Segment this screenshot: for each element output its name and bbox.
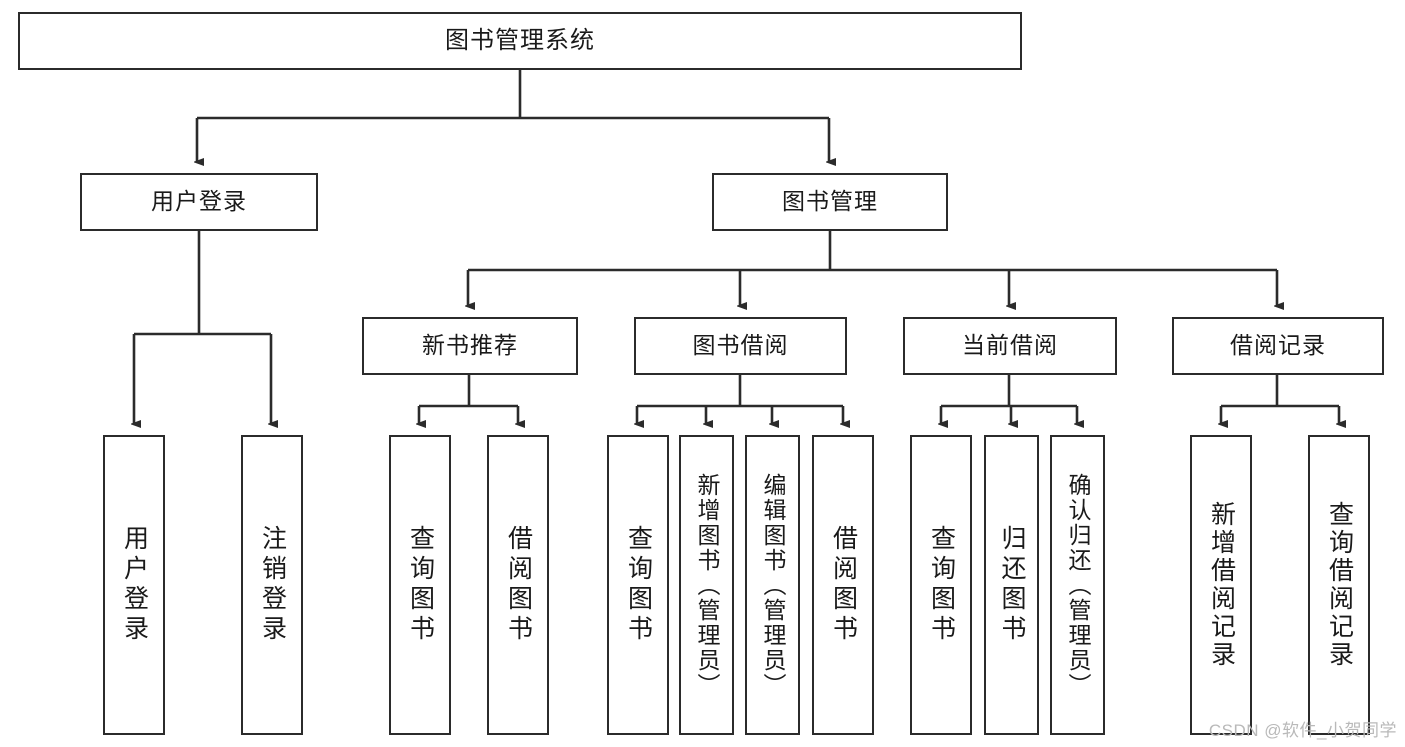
csdn-watermark: CSDN @软件_小贺同学 — [1208, 721, 1397, 740]
leaf-user-login[interactable]: 用户登录 — [103, 435, 165, 735]
node-label: 用户登录 — [151, 188, 247, 215]
node-label: 查询借阅记录 — [1325, 501, 1354, 669]
leaf-logout[interactable]: 注销登录 — [241, 435, 303, 735]
leaf-return-book[interactable]: 归还图书 — [984, 435, 1039, 735]
leaf-confirm-return-admin[interactable]: 确认归还（管理员） — [1050, 435, 1105, 735]
node-label: 查询图书 — [406, 525, 435, 645]
node-label: 新增图书（管理员） — [694, 472, 720, 698]
node-label: 新书推荐 — [422, 332, 518, 359]
node-label: 查询图书 — [927, 525, 956, 645]
node-root-system[interactable]: 图书管理系统 — [18, 12, 1022, 70]
node-label: 查询图书 — [624, 525, 653, 645]
leaf-query-book-current[interactable]: 查询图书 — [910, 435, 972, 735]
node-label: 确认归还（管理员） — [1065, 472, 1091, 698]
node-current-borrow[interactable]: 当前借阅 — [903, 317, 1117, 375]
node-book-management[interactable]: 图书管理 — [712, 173, 948, 231]
leaf-edit-book-admin[interactable]: 编辑图书（管理员） — [745, 435, 800, 735]
node-new-book-recommend[interactable]: 新书推荐 — [362, 317, 578, 375]
node-label: 归还图书 — [998, 525, 1026, 645]
node-user-login[interactable]: 用户登录 — [80, 173, 318, 231]
leaf-lend-book[interactable]: 借阅图书 — [812, 435, 874, 735]
node-label: 注销登录 — [258, 525, 287, 645]
node-book-borrow[interactable]: 图书借阅 — [634, 317, 847, 375]
node-label: 借阅图书 — [829, 525, 858, 645]
node-label: 图书借阅 — [692, 332, 789, 359]
leaf-query-book-recommend[interactable]: 查询图书 — [389, 435, 451, 735]
node-label: 图书管理系统 — [445, 26, 595, 54]
node-label: 借阅记录 — [1230, 332, 1326, 359]
node-borrow-records[interactable]: 借阅记录 — [1172, 317, 1384, 375]
leaf-add-borrow-record[interactable]: 新增借阅记录 — [1190, 435, 1252, 735]
leaf-borrow-book-recommend[interactable]: 借阅图书 — [487, 435, 549, 735]
node-label: 图书管理 — [782, 188, 878, 215]
leaf-query-book-borrow[interactable]: 查询图书 — [607, 435, 669, 735]
node-label: 用户登录 — [120, 525, 149, 645]
node-label: 当前借阅 — [962, 332, 1058, 359]
leaf-add-book-admin[interactable]: 新增图书（管理员） — [679, 435, 734, 735]
node-label: 编辑图书（管理员） — [760, 472, 786, 698]
node-label: 新增借阅记录 — [1207, 501, 1236, 669]
node-label: 借阅图书 — [504, 525, 533, 645]
leaf-query-borrow-record[interactable]: 查询借阅记录 — [1308, 435, 1370, 735]
